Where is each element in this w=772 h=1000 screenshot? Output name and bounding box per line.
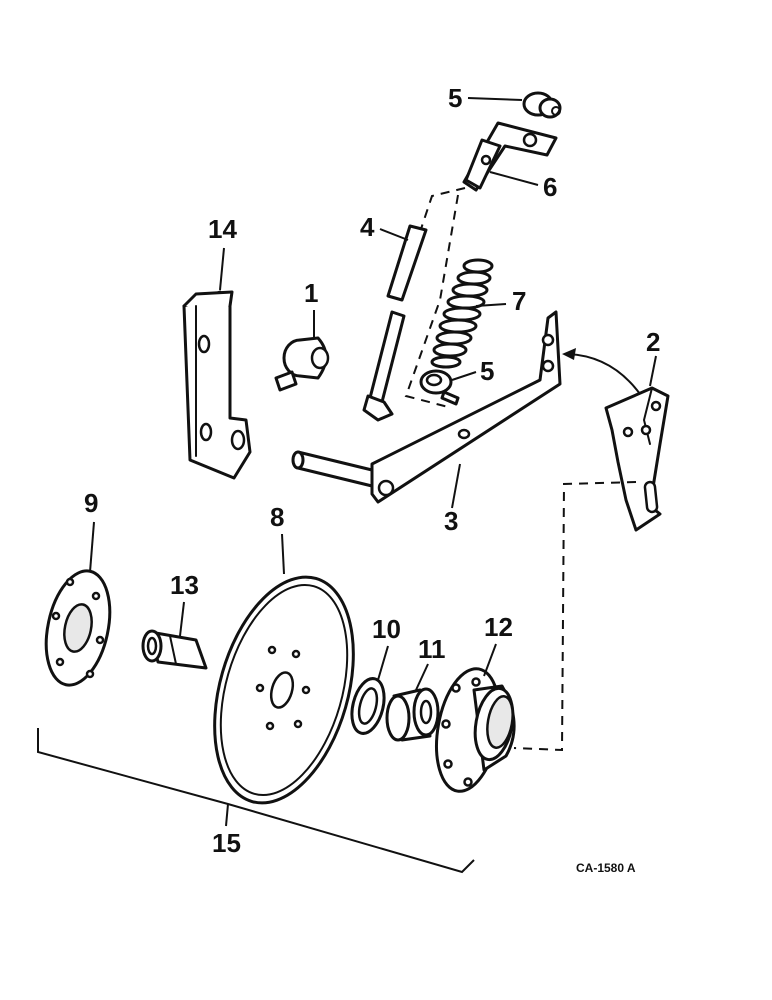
- leader-line-11: [415, 663, 429, 691]
- callout-label-13: 13: [170, 570, 199, 600]
- callout-label-8: 8: [270, 502, 284, 532]
- callout-9: 9: [84, 488, 98, 573]
- leader-line-4: [379, 228, 409, 241]
- leader-line-5-lower: [451, 371, 477, 381]
- leader-line-15: [225, 803, 229, 827]
- collar-part: [274, 336, 330, 392]
- callout-2: 2: [646, 327, 660, 387]
- callout-label-12: 12: [484, 612, 513, 642]
- callout-label-10: 10: [372, 614, 401, 644]
- callout-label-2: 2: [646, 327, 660, 357]
- callout-label-5-top: 5: [448, 83, 462, 113]
- figure-id: CA-1580 A: [576, 861, 636, 875]
- hanger-part: [182, 290, 252, 480]
- callout-7: 7: [475, 286, 526, 316]
- callout-label-4: 4: [360, 212, 375, 242]
- callout-label-6: 6: [543, 172, 557, 202]
- set-collar-lower-part: [419, 369, 460, 406]
- disk-part: [213, 575, 355, 805]
- mounting-plate-part: [604, 386, 670, 532]
- assembly-arrow: [562, 348, 641, 395]
- leader-line-13: [179, 601, 185, 637]
- hub-part: [435, 667, 516, 793]
- leader-line-2: [649, 355, 657, 387]
- callout-label-11: 11: [418, 634, 446, 664]
- leader-line-12: [483, 643, 497, 677]
- callout-6: 6: [489, 171, 557, 202]
- callout-11: 11: [415, 634, 446, 691]
- seal-part: [350, 677, 386, 735]
- callout-label-7: 7: [512, 286, 526, 316]
- callout-10: 10: [372, 614, 401, 681]
- callout-5-top: 5: [448, 83, 523, 113]
- callout-1: 1: [304, 278, 318, 338]
- leader-line-14: [219, 247, 225, 291]
- alignment-line-bracket-rod: [419, 187, 466, 233]
- alignment-line-rod-arm: [404, 194, 459, 409]
- callout-label-14: 14: [208, 214, 237, 244]
- callout-4: 4: [360, 212, 409, 242]
- callout-label-15: 15: [212, 828, 241, 858]
- callout-label-1: 1: [304, 278, 318, 308]
- alignment-line-plate-hub: [513, 481, 637, 752]
- arm-part: [291, 310, 562, 504]
- bearing-part: [385, 687, 440, 742]
- callout-label-9: 9: [84, 488, 98, 518]
- assembly-bracket-15: 15: [37, 728, 475, 874]
- callout-8: 8: [270, 502, 285, 575]
- leader-line-7: [475, 303, 507, 307]
- callout-14: 14: [208, 214, 237, 291]
- leader-line-3: [451, 463, 461, 509]
- callout-3: 3: [444, 463, 461, 536]
- spindle-part: [141, 629, 208, 670]
- callout-13: 13: [170, 570, 199, 637]
- callout-label-5-lower: 5: [480, 356, 494, 386]
- leader-line-8: [281, 533, 285, 575]
- rod-part: [362, 224, 428, 422]
- leader-line-9: [89, 521, 95, 573]
- retainer-plate-part: [44, 569, 112, 687]
- leader-line-5-top: [467, 97, 523, 101]
- bracket-part: [462, 121, 558, 192]
- callout-12: 12: [483, 612, 513, 677]
- spring-part: [430, 258, 494, 369]
- leader-line-10: [377, 645, 389, 681]
- callout-5-lower: 5: [451, 356, 494, 386]
- callout-label-3: 3: [444, 506, 458, 536]
- leader-line-6: [489, 171, 539, 186]
- set-collar-top-part: [522, 91, 562, 119]
